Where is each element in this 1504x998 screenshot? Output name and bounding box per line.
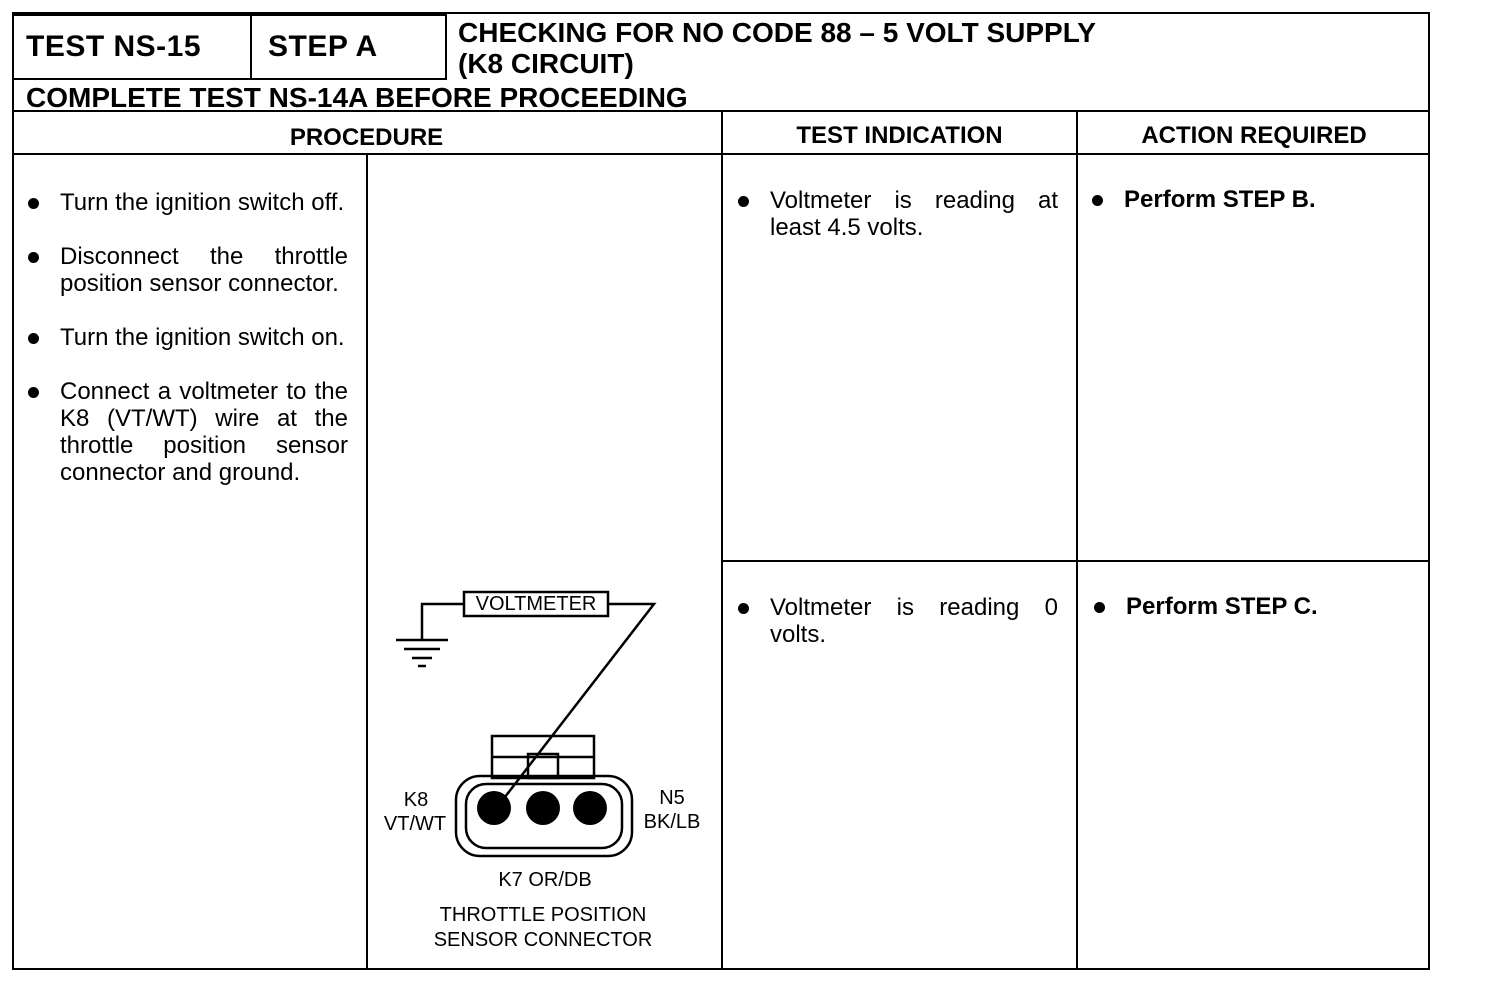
voltmeter-label: VOLTMETER [475,593,597,615]
procedure-step: Turn the ignition switch off. [26,189,348,216]
action-required-heading: ACTION REQUIRED [1141,122,1367,149]
step-label: STEP A [268,30,378,63]
diagram-divider [366,155,368,970]
action-required: Perform STEP C. [1092,593,1412,620]
action-required: Perform STEP B. [1090,186,1410,213]
procedure-step: Connect a voltmeter to the K8 (VT/WT) wi… [26,378,348,486]
probe-lead [497,602,657,807]
connector-body-outer [454,774,634,858]
procedure-divider [721,112,723,970]
indication-divider [1076,112,1078,970]
prerequisite-note: COMPLETE TEST NS-14A BEFORE PROCEEDING [26,82,688,113]
pin-left-code: K8 [403,789,429,811]
diagram-caption-line2: SENSOR CONNECTOR [433,929,653,951]
connector-pin [477,791,511,825]
pin-left-color: VT/WT [383,813,447,835]
header-divider [12,110,1430,112]
connector-body-inner [464,782,624,850]
action-list-1: Perform STEP B. [1090,186,1410,240]
pin-right-color: BK/LB [643,811,701,833]
pin-right-code: N5 [659,787,685,809]
procedure-step: Turn the ignition switch on. [26,324,348,351]
title-line1: CHECKING FOR NO CODE 88 – 5 VOLT SUPPLY [458,17,1096,48]
connector-latch-tab [526,752,560,780]
title-line2: (K8 CIRCUIT) [458,48,634,79]
test-indication-heading: TEST INDICATION [796,122,1003,149]
action-list-2: Perform STEP C. [1092,593,1412,647]
procedure-heading: PROCEDURE [289,124,444,151]
connector-pin [526,791,560,825]
test-id: TEST NS-15 [26,30,202,63]
indication-list-1: Voltmeter is reading at least 4.5 volts. [736,187,1058,268]
diagram-caption-line1: THROTTLE POSITION [439,904,647,926]
procedure-list: Turn the ignition switch off. Disconnect… [26,189,348,513]
procedure-step: Disconnect the throttle position sensor … [26,243,348,297]
step-cell [250,14,447,80]
indication-list-2: Voltmeter is reading 0 volts. [736,594,1058,675]
test-indication: Voltmeter is reading at least 4.5 volts. [736,187,1058,241]
test-indication: Voltmeter is reading 0 volts. [736,594,1058,648]
connector-pin [573,791,607,825]
ground-lead [420,602,464,640]
pin-bottom-label: K7 OR/DB [498,869,592,891]
